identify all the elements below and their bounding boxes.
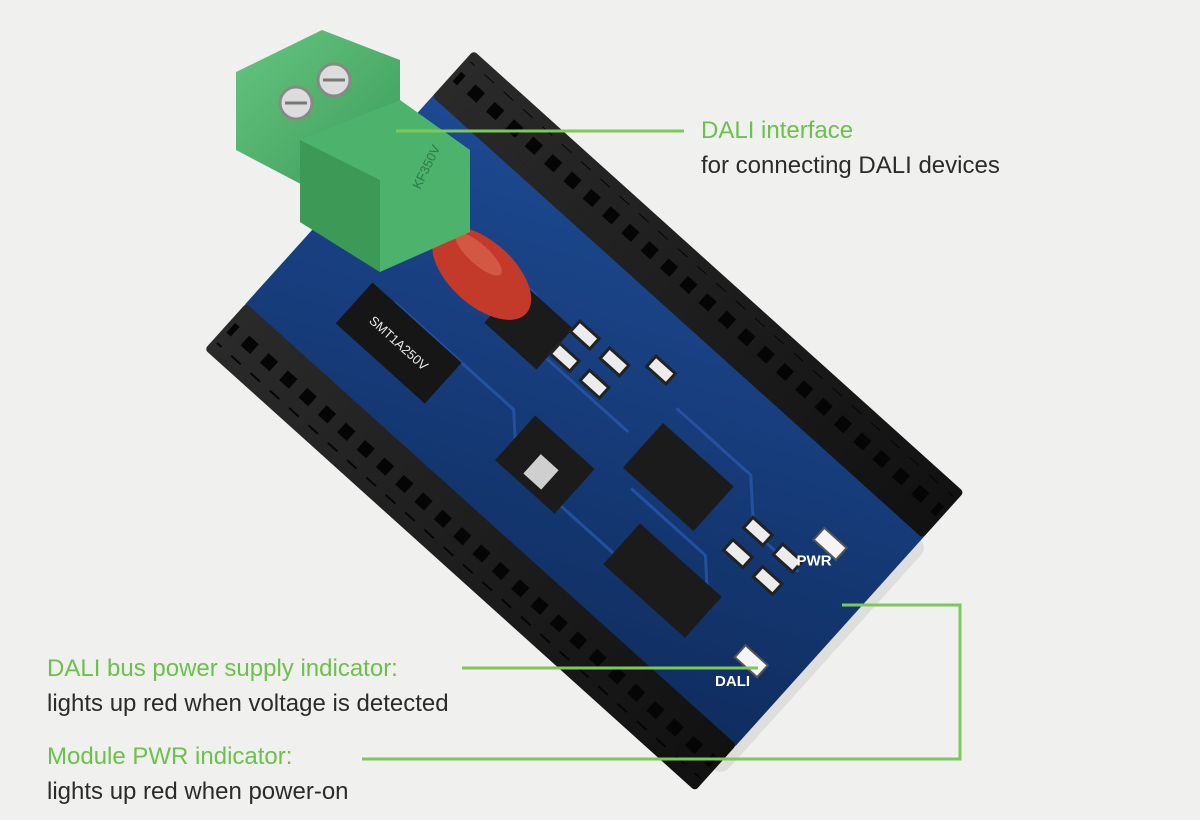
callout-title: Module PWR indicator: [47, 743, 293, 770]
dali-terminal-block: KF350V [236, 30, 470, 272]
leader-lines [362, 129, 962, 761]
svg-text:DALI: DALI [715, 673, 750, 690]
pin-header-top [433, 52, 963, 537]
callout-pwr-indicator: Module PWR indicator: lights up red when… [47, 742, 349, 807]
capacitor [432, 226, 532, 320]
callout-description: lights up red when voltage is detected [47, 690, 449, 717]
pwr-led: PWR [797, 526, 849, 570]
callout-title: DALI bus power supply indicator: [47, 655, 398, 682]
callout-description: lights up red when power-on [47, 778, 349, 805]
svg-text:PWR: PWR [797, 553, 832, 570]
optocoupler [622, 422, 734, 532]
chip [603, 523, 722, 638]
callout-dali-interface: DALI interface for connecting DALI devic… [701, 116, 1000, 181]
callout-dali-bus-indicator: DALI bus power supply indicator: lights … [47, 654, 449, 719]
leader-line-pwr [362, 603, 962, 761]
callout-description: for connecting DALI devices [701, 152, 1000, 179]
callout-title: DALI interface [701, 117, 854, 144]
